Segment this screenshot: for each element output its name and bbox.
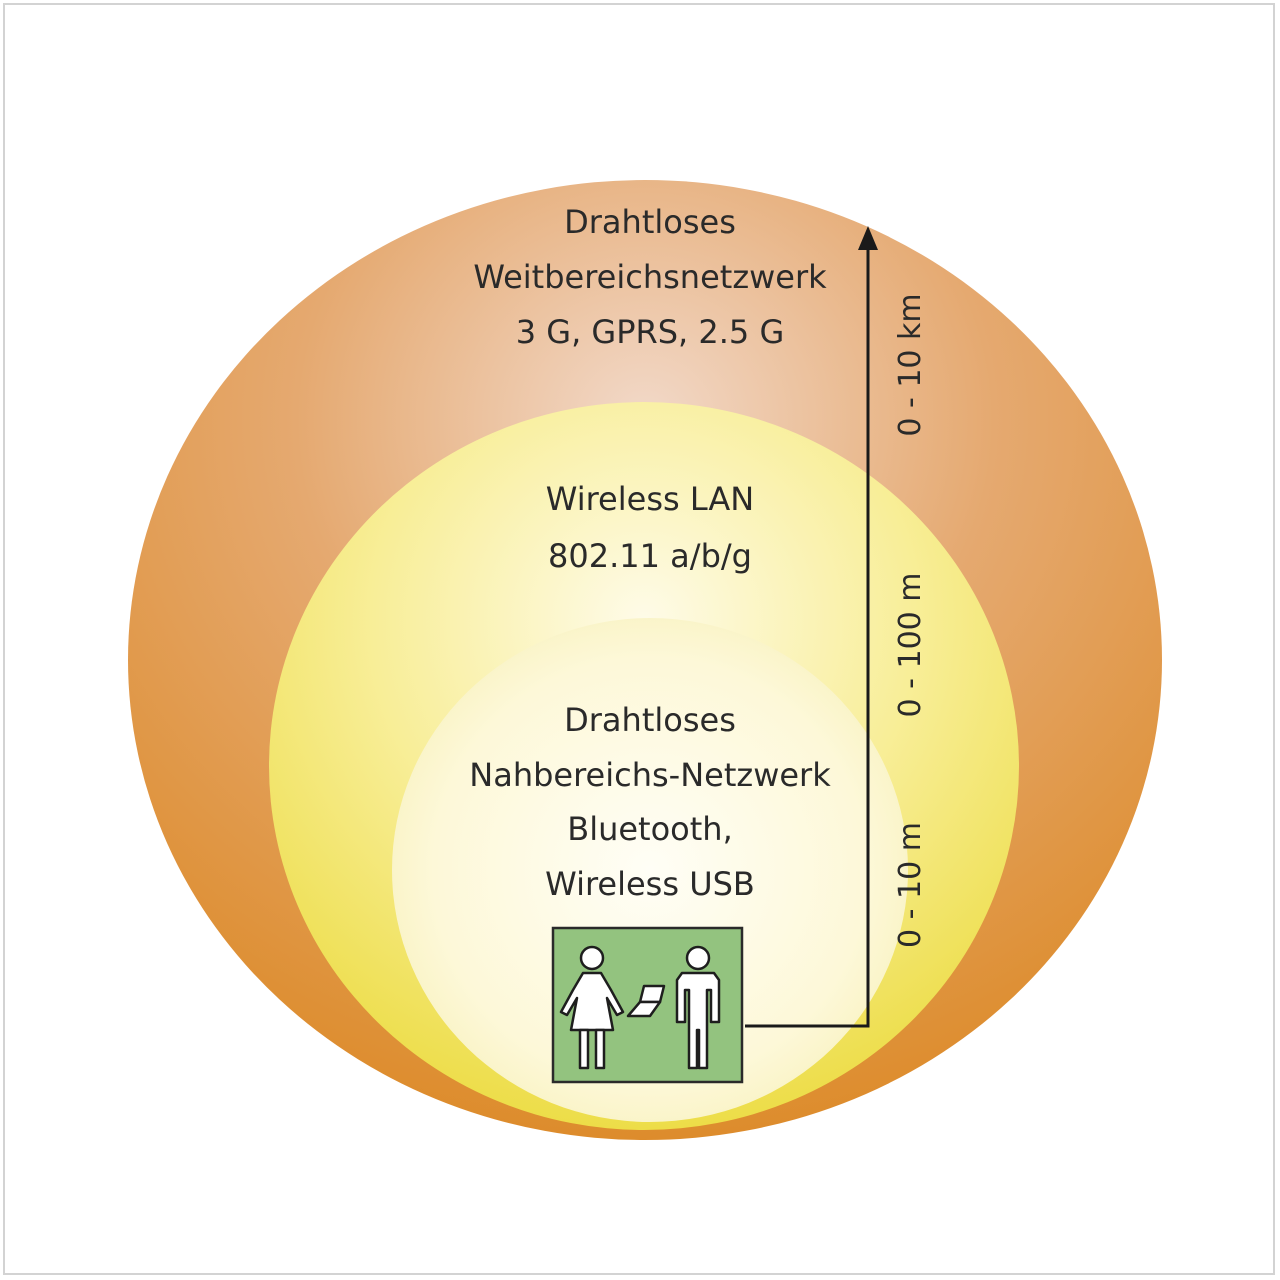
lan-standard: 802.11 a/b/g [548,537,752,575]
man-icon [675,945,721,1070]
pan-zone [392,618,908,1122]
wan-range-label: 0 - 10 km [893,293,928,436]
range-arrow-icon [745,226,878,1028]
people-with-device-icon [551,926,744,1084]
pan-range-label: 0 - 10 m [893,822,928,948]
wan-title-line1: Drahtloses [564,203,736,241]
pan-technology-bluetooth: Bluetooth, [567,810,733,848]
pan-technology-usb: Wireless USB [545,865,755,903]
lan-title: Wireless LAN [546,480,754,518]
image-frame [3,3,1275,1275]
laptop-icon [626,984,666,1018]
wan-technologies: 3 G, GPRS, 2.5 G [516,313,785,351]
woman-icon [559,945,625,1070]
pan-title-line1: Drahtloses [564,701,736,739]
pan-title-line2: Nahbereichs-Netzwerk [469,756,831,794]
wan-title-line2: Weitbereichsnetzwerk [473,258,827,296]
lan-range-label: 0 - 100 m [893,572,928,717]
